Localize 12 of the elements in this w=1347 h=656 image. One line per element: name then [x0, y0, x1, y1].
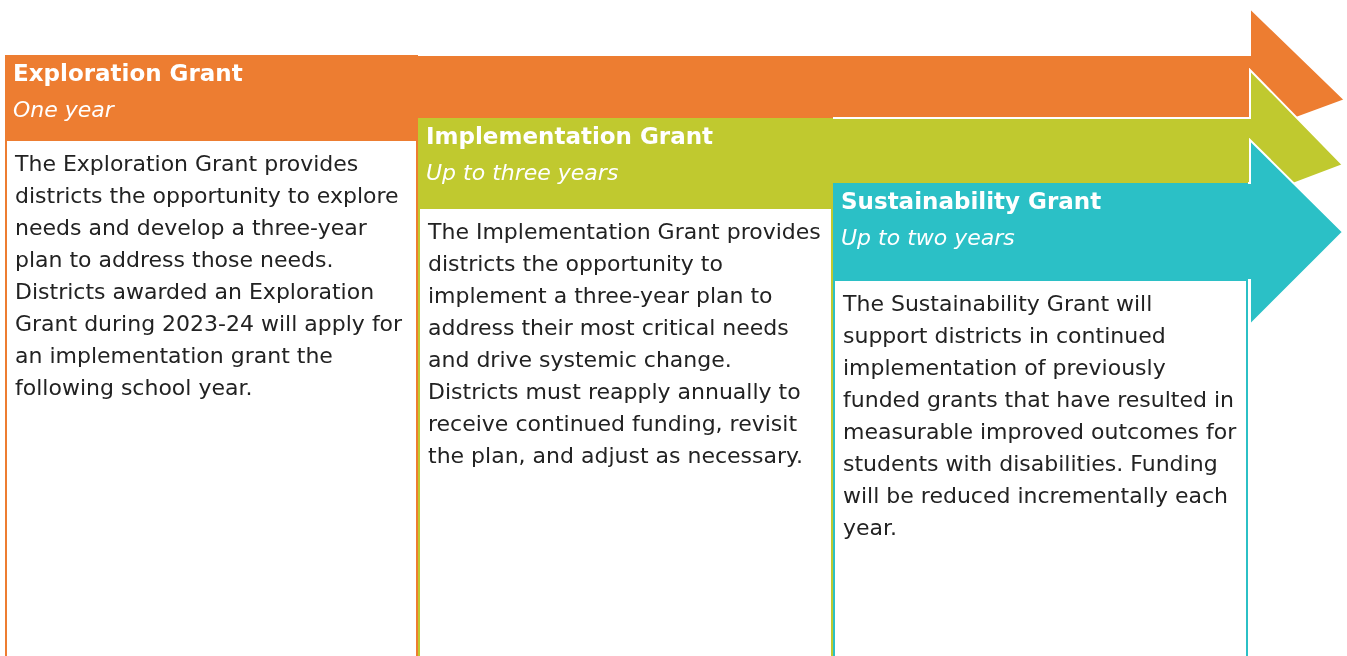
description-text: The Implementation Grant provides districts the opportunity to implement a three-year plan to address their most critical needs and drive systemic change. Districts must reapply annually to receive continued funding, revisit the plan, and adjust as necessary.: [428, 218, 822, 470]
description-text: The Sustainability Grant will support districts in continued implementation of previously funded grants that have resulted in measurable improved outcomes for students with disabilities. Funding will be reduced incrementally each year.: [843, 290, 1238, 542]
grant-title: Implementation Grant: [426, 123, 714, 149]
arrow-panel: [833, 183, 1248, 656]
duration-label: One year: [13, 97, 114, 122]
description-text: The Exploration Grant provides districts the opportunity to explore needs and develop a three-year plan to address those needs. Districts awarded an Exploration Grant during 2023-24 will apply for an implementation grant the following school year.: [15, 150, 404, 402]
arrow-panel: [418, 118, 833, 656]
arrow-panel: [5, 55, 418, 656]
grant-title: Exploration Grant: [13, 60, 243, 86]
duration-label: Up to two years: [841, 225, 1015, 250]
grant-title: Sustainability Grant: [841, 188, 1102, 214]
duration-label: Up to three years: [426, 160, 619, 185]
